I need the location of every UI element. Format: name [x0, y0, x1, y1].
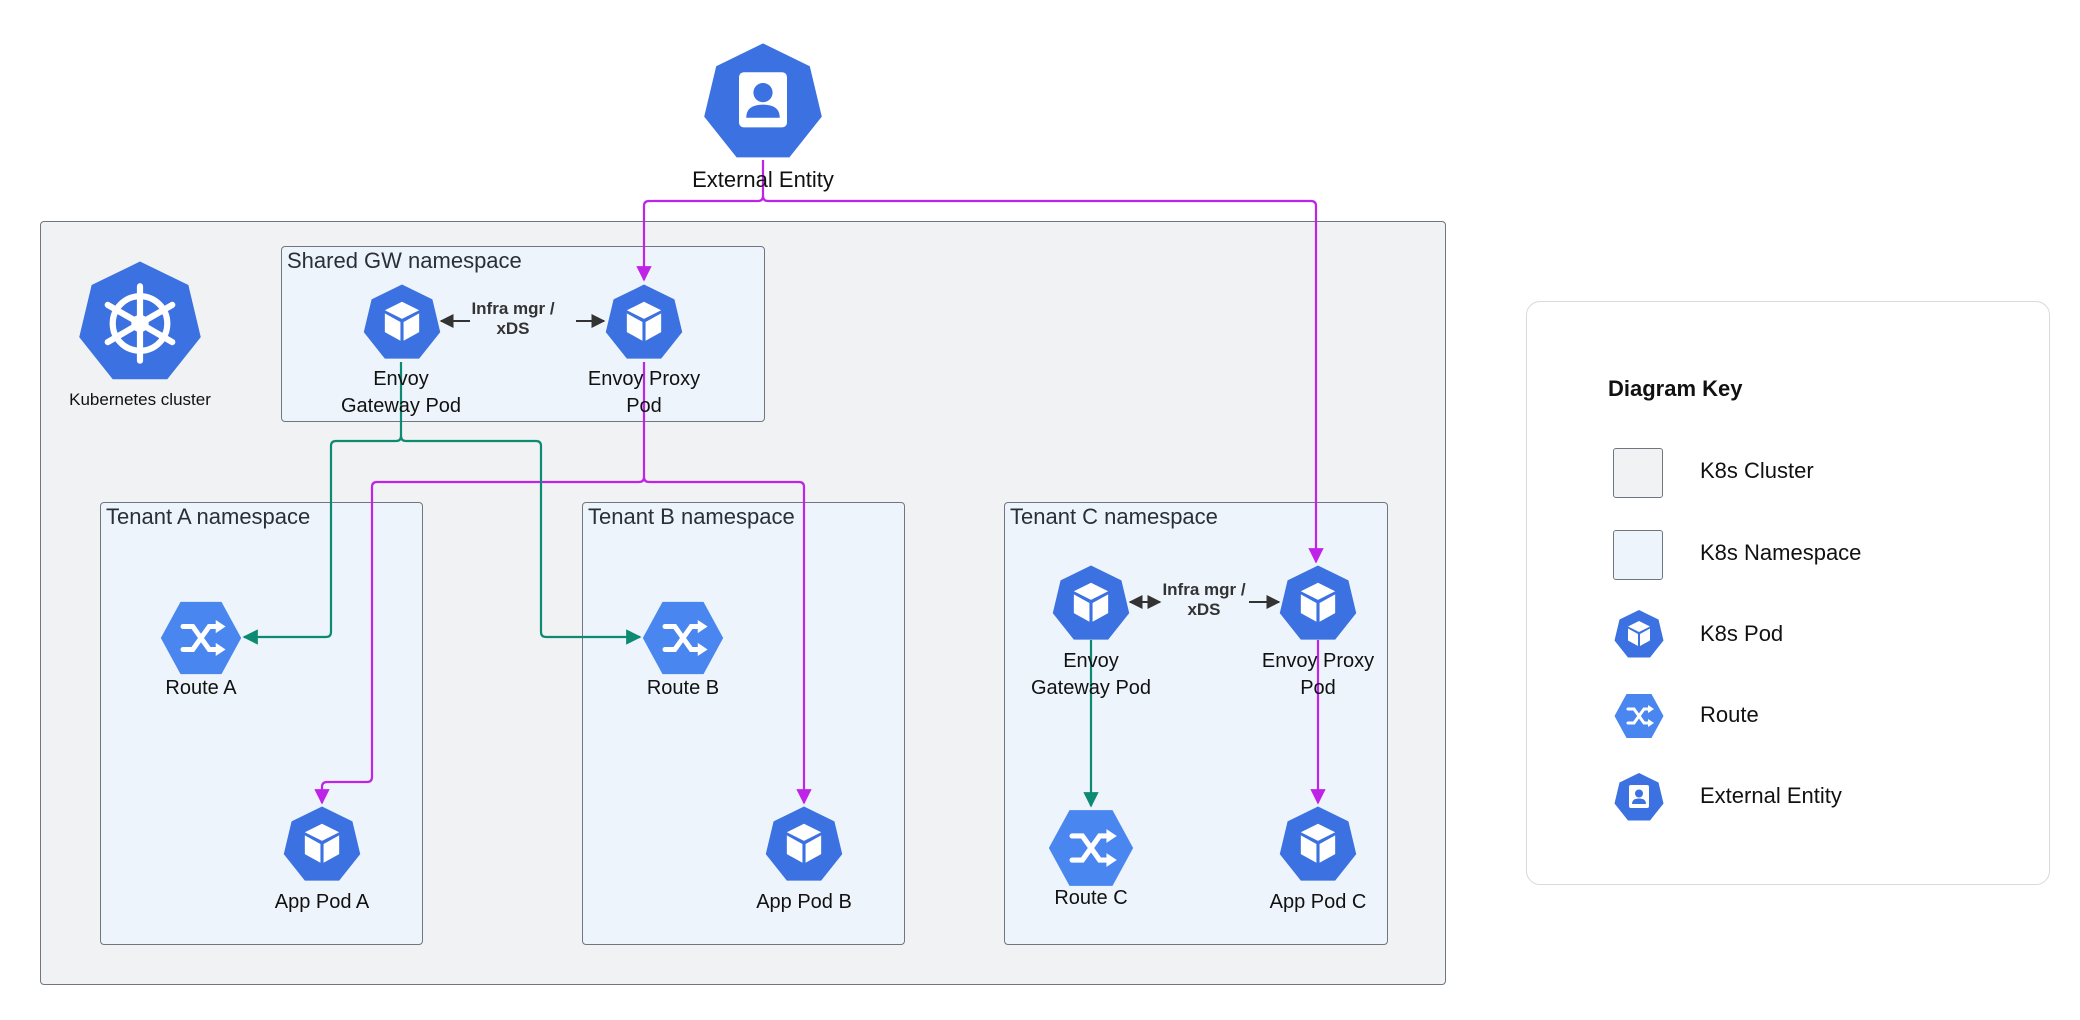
pod-cube-icon: [765, 805, 843, 883]
app-pod-a-label: App Pod A: [274, 891, 370, 913]
kubernetes-cluster-label: Kubernetes cluster: [69, 390, 211, 409]
route-c-label: Route C: [1054, 887, 1128, 909]
key-label-external-entity: External Entity: [1700, 783, 1842, 808]
pod-cube-icon: [1052, 564, 1130, 642]
route-b-label: Route B: [646, 677, 720, 699]
route-shuffle-icon: [1048, 808, 1134, 888]
external-entity-icon: [703, 41, 823, 161]
pod-cube-icon: [1279, 805, 1357, 883]
shared-infra-xds-label: Infra mgr / xDS: [471, 299, 555, 338]
diagram-key-title: Diagram Key: [1608, 376, 1743, 401]
tenant-b-namespace: Tenant B namespace: [582, 502, 905, 945]
key-route-icon: [1614, 693, 1664, 739]
key-label-cluster: K8s Cluster: [1700, 458, 1814, 483]
tenant-c-gw-pod-label: Envoy Gateway Pod: [1030, 650, 1152, 699]
namespace-title: Shared GW namespace: [287, 248, 522, 273]
k8s-namespace-swatch: [1613, 530, 1663, 580]
diagram-key-panel: [1526, 301, 2050, 885]
key-label-pod: K8s Pod: [1700, 621, 1784, 646]
pod-cube-icon: [363, 283, 441, 361]
pod-cube-icon: [283, 805, 361, 883]
k8s-cluster-swatch: [1613, 448, 1663, 498]
key-external-entity-icon: [1614, 772, 1664, 822]
namespace-title: Tenant A namespace: [106, 504, 311, 529]
pod-cube-icon: [1279, 564, 1357, 642]
key-pod-icon: [1614, 609, 1664, 659]
tenant-c-proxy-pod-label: Envoy Proxy Pod: [1261, 650, 1375, 699]
tenant-c-infra-xds-label: Infra mgr / xDS: [1162, 580, 1246, 619]
key-label-namespace: K8s Namespace: [1700, 540, 1862, 565]
tenant-a-namespace: Tenant A namespace: [100, 502, 423, 945]
app-pod-b-label: App Pod B: [756, 891, 852, 913]
external-entity-label: External Entity: [692, 167, 834, 192]
route-shuffle-icon: [642, 600, 724, 676]
app-pod-c-label: App Pod C: [1269, 891, 1367, 913]
namespace-title: Tenant B namespace: [588, 504, 795, 529]
route-shuffle-icon: [160, 600, 242, 676]
namespace-title: Tenant C namespace: [1010, 504, 1218, 529]
shared-proxy-pod-label: Envoy Proxy Pod: [587, 368, 701, 417]
pod-cube-icon: [605, 283, 683, 361]
route-a-label: Route A: [165, 677, 237, 699]
shared-gw-pod-label: Envoy Gateway Pod: [340, 368, 462, 417]
key-label-route: Route: [1700, 702, 1759, 727]
kubernetes-helm-icon: [78, 259, 202, 383]
